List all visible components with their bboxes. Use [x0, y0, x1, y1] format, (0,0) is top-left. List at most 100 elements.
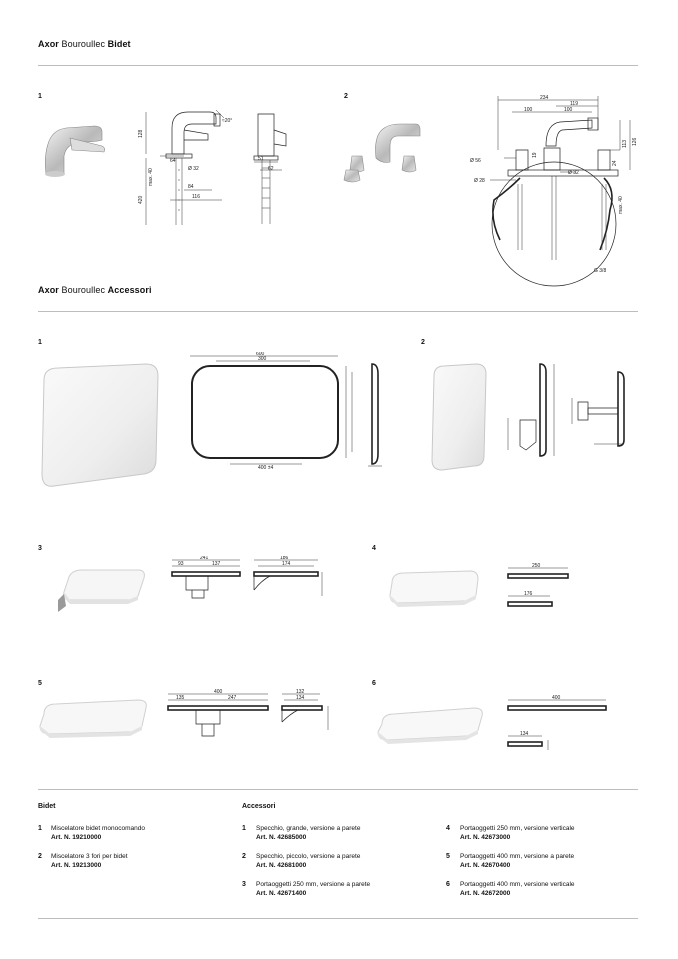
list-item: Portaoggetti 400 mm, versione verticale … [460, 880, 575, 898]
list-number: 2 [242, 853, 246, 860]
section-divider [38, 311, 638, 312]
list-number: 2 [38, 853, 42, 860]
product-name: Specchio, grande, versione a parete [256, 825, 361, 832]
shelf-400-wall-drawing: 400 135 247 [167, 689, 269, 737]
footer-divider-bottom [38, 918, 638, 919]
item-number: 4 [372, 545, 376, 552]
product-name: Portaoggetti 250 mm, versione a parete [256, 881, 371, 888]
item-number: 6 [372, 680, 376, 687]
dim-label: 250 [532, 563, 541, 569]
article-number: Art. N. 42673000 [460, 834, 511, 841]
dim-label: Ø 32 [568, 170, 579, 176]
item-number: 3 [38, 545, 42, 552]
single-lever-bidet-mixer-image [45, 125, 105, 177]
three-hole-bidet-mixer-image [343, 123, 421, 183]
dim-label: 119 [570, 101, 578, 107]
article-number: Art. N. 42672000 [460, 890, 511, 897]
small-mirror-side-drawing [507, 363, 555, 457]
list-number: 3 [242, 881, 246, 888]
dim-label: 400 ±4 [258, 465, 273, 471]
list-item: Miscelatore bidet monocomando Art. N. 19… [51, 824, 145, 842]
article-number: Art. N. 42670400 [460, 862, 511, 869]
section-divider [38, 65, 638, 66]
bidet-section-title: Axor Bouroullec Bidet [38, 39, 131, 49]
large-mirror-side-drawing [368, 363, 382, 467]
list-number: 5 [446, 853, 450, 860]
dim-label: 116 [192, 194, 200, 200]
dim-label: 234 [540, 95, 549, 101]
large-mirror-drawing: 600 300 400 ±4 [190, 352, 353, 471]
small-mirror-image [431, 363, 487, 471]
accessori-section-title: Axor Bouroullec Accessori [38, 285, 152, 295]
dim-label: max. 40 [618, 196, 624, 214]
dim-label: 134 [520, 731, 529, 737]
dim-label: 126 [632, 137, 638, 146]
dim-label: G 3/8 [594, 268, 606, 274]
item-number: 1 [38, 93, 42, 100]
article-number: Art. N. 19210000 [51, 834, 102, 841]
item-number: 2 [421, 339, 425, 346]
brand-name: Axor [38, 285, 59, 295]
product-name: Specchio, piccolo, versione a parete [256, 853, 361, 860]
shelf-250-vertical-image [389, 570, 479, 607]
product-name: Miscelatore bidet monocomando [51, 825, 145, 832]
dim-label: 137 [212, 561, 221, 567]
footer-bidet-heading: Bidet [38, 803, 56, 810]
dim-label: 174 [282, 561, 291, 567]
dim-label: 600 [256, 352, 265, 357]
shelf-250-vertical-drawing: 250 176 [507, 563, 569, 607]
product-name: Portaoggetti 400 mm, versione verticale [460, 881, 575, 888]
small-mirror-mount-drawing [571, 371, 625, 447]
series-name: Bouroullec [61, 39, 106, 49]
dim-label: ≈20° [222, 118, 232, 124]
dim-label: 241 [200, 556, 209, 561]
article-number: Art. N. 42685000 [256, 834, 307, 841]
shelf-250-wall-drawing: 241 93 137 [171, 556, 241, 599]
dim-label: 62 [268, 166, 274, 172]
shelf-400-vertical-image [377, 707, 483, 744]
dim-label: 24 [612, 160, 618, 166]
item-number: 5 [38, 680, 42, 687]
dim-label: max. 40 [148, 168, 154, 186]
single-lever-bidet-side-drawing: 51 62 [253, 113, 287, 224]
dim-label: 186 [280, 556, 289, 561]
list-number: 1 [242, 825, 246, 832]
shelf-400-wall-image [39, 699, 147, 738]
list-item: Miscelatore 3 fori per bidet Art. N. 192… [51, 852, 128, 870]
dim-label: 400 [214, 689, 223, 695]
list-item: Specchio, grande, versione a parete Art.… [256, 824, 360, 842]
footer-accessori-heading: Accessori [242, 803, 276, 810]
dim-label: 64 [170, 158, 176, 164]
product-name: Portaoggetti 400 mm, versione a parete [460, 853, 575, 860]
footer-divider-top [38, 789, 638, 790]
list-number: 1 [38, 825, 42, 832]
dim-label: 128 [138, 129, 144, 138]
large-mirror-image [41, 363, 159, 487]
dim-label: 100 [564, 107, 573, 113]
product-name: Portaoggetti 250 mm, versione verticale [460, 825, 575, 832]
dim-label: 132 [296, 689, 305, 695]
dim-label: 134 [296, 695, 305, 701]
three-hole-bidet-drawing: 234 119 100 100 Ø 56 Ø 28 Ø 32 19 113 12… [470, 95, 638, 287]
category-name: Bidet [107, 39, 131, 49]
dim-label: 19 [532, 152, 538, 158]
dim-label: 300 [258, 356, 267, 362]
dim-label: Ø 56 [470, 158, 481, 164]
dim-label: 100 [524, 107, 533, 113]
list-number: 4 [446, 825, 450, 832]
article-number: Art. N. 42671400 [256, 890, 307, 897]
shelf-250-wall-image [58, 569, 145, 612]
article-number: Art. N. 19213000 [51, 862, 102, 869]
dim-label: 84 [188, 184, 194, 190]
item-number: 2 [344, 93, 348, 100]
series-name: Bouroullec [61, 285, 106, 295]
list-number: 6 [446, 881, 450, 888]
dim-label: 51 [258, 156, 264, 162]
list-item: Portaoggetti 400 mm, versione a parete A… [460, 852, 574, 870]
list-item: Specchio, piccolo, versione a parete Art… [256, 852, 360, 870]
brand-name: Axor [38, 39, 59, 49]
shelf-400-wall-side-drawing: 132 134 [281, 689, 329, 730]
list-item: Portaoggetti 250 mm, versione verticale … [460, 824, 575, 842]
dim-label: 247 [228, 695, 237, 701]
category-name: Accessori [107, 285, 152, 295]
